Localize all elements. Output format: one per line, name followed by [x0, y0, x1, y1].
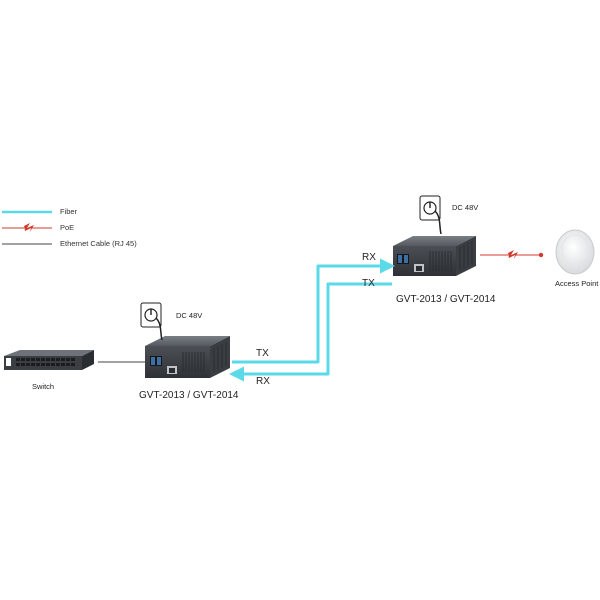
- fiber-links: [229, 258, 395, 382]
- right-rx-label: RX: [362, 252, 376, 263]
- media-converter-left: [145, 336, 230, 378]
- left-rx-label: RX: [256, 376, 270, 387]
- left-power-label: DC 48V: [176, 311, 203, 320]
- legend-ethernet-label: Ethernet Cable (RJ 45): [60, 239, 137, 248]
- switch-label: Switch: [32, 382, 55, 391]
- media-converter-right: [393, 236, 476, 276]
- left-tx-label: TX: [256, 348, 269, 359]
- legend-poe-label: PoE: [60, 223, 75, 232]
- power-adapter-right-icon: [419, 195, 442, 235]
- left-model-label: GVT-2013 / GVT-2014: [139, 390, 239, 401]
- access-point-device: [555, 229, 595, 275]
- legend-fiber-label: Fiber: [60, 207, 78, 216]
- poe-link: [480, 250, 544, 259]
- fiber-tx-left-to-rx-right: [232, 258, 395, 364]
- switch-device: [4, 350, 94, 370]
- right-power-label: DC 48V: [452, 203, 479, 212]
- fiber-tx-right-to-rx-left: [229, 282, 392, 382]
- power-adapter-left-icon: [140, 302, 163, 341]
- legend-poe-icon: [2, 223, 52, 232]
- right-model-label: GVT-2013 / GVT-2014: [396, 294, 496, 305]
- access-point-label: Access Point: [555, 279, 599, 288]
- right-tx-label: TX: [362, 278, 375, 289]
